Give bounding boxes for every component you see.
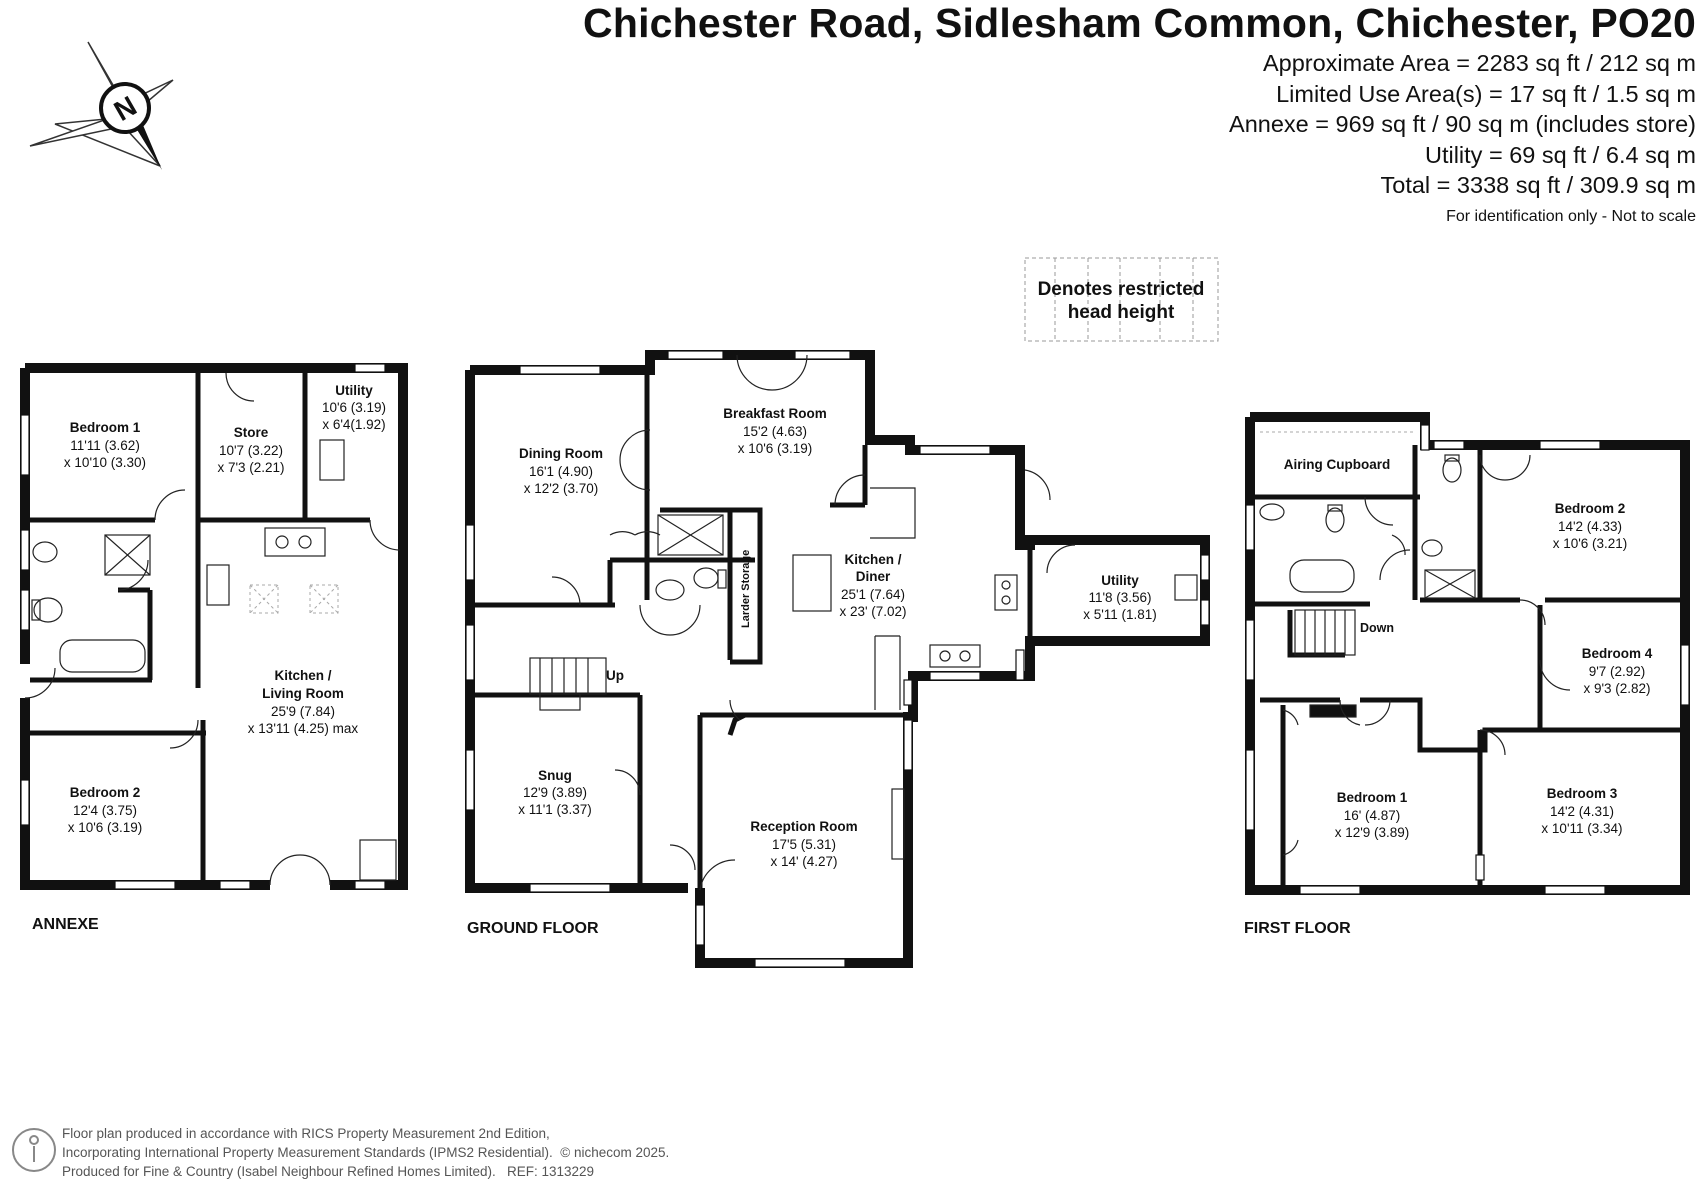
- room-dims: x 10'10 (3.30): [64, 455, 146, 470]
- room-dims: 12'9 (3.89): [523, 785, 587, 800]
- room-dims: x 12'9 (3.89): [1335, 825, 1410, 840]
- floor-label-first: FIRST FLOOR: [1244, 920, 1351, 937]
- annexe-restricted-zones: [249, 584, 339, 614]
- room-name: Bedroom 1: [70, 420, 141, 435]
- room-dims: x 12'2 (3.70): [524, 481, 599, 496]
- footer-produced-for: Produced for Fine & Country (Isabel Neig…: [62, 1163, 496, 1179]
- copyright: © nichecom 2025.: [560, 1144, 670, 1160]
- area-utility: Utility = 69 sq ft / 6.4 sq m: [1424, 141, 1696, 168]
- room-name: Utility: [335, 383, 373, 398]
- floor-label-annexe: ANNEXE: [32, 916, 99, 933]
- room-name: Store: [234, 425, 269, 440]
- room-name: Kitchen /: [274, 668, 331, 683]
- area-limited-use: Limited Use Area(s) = 17 sq ft / 1.5 sq …: [1276, 80, 1696, 107]
- area-approximate: Approximate Area = 2283 sq ft / 212 sq m: [1262, 50, 1696, 76]
- annexe-fixtures: [24, 372, 401, 886]
- annexe-labels: Bedroom 1 11'11 (3.62) x 10'10 (3.30) St…: [32, 383, 386, 933]
- room-name: Reception Room: [750, 819, 857, 834]
- ground-labels: Breakfast Room 15'2 (4.63) x 10'6 (3.19)…: [467, 406, 1157, 937]
- ground-fixtures: [529, 354, 1198, 891]
- room-dims: x 23' (7.02): [839, 604, 906, 619]
- legend-line-1: Denotes restricted: [1038, 279, 1205, 300]
- room-name: Utility: [1101, 573, 1139, 588]
- room-name: Snug: [538, 768, 572, 783]
- legend-line-2: head height: [1068, 302, 1175, 323]
- plan-title: Chichester Road, Sidlesham Common, Chich…: [583, 0, 1696, 46]
- stairs-down-label: Down: [1360, 621, 1394, 635]
- room-dims: 9'7 (2.92): [1589, 664, 1646, 679]
- reference-number: REF: 1313229: [506, 1163, 595, 1179]
- room-name: Dining Room: [519, 446, 603, 461]
- room-dims: 11'8 (3.56): [1088, 590, 1151, 605]
- footer-line: Produced for Fine & Country (Isabel Neig…: [62, 1163, 669, 1182]
- room-name: Airing Cupboard: [1284, 457, 1391, 472]
- compass-icon: N: [29, 41, 174, 170]
- footer: Floor plan produced in accordance with R…: [62, 1125, 669, 1181]
- room-dims: x 10'6 (3.19): [738, 441, 813, 456]
- room-dims: x 5'11 (1.81): [1083, 607, 1157, 622]
- room-dims: x 10'6 (3.21): [1553, 536, 1628, 551]
- room-dims: 10'7 (3.22): [219, 443, 283, 458]
- room-name: Bedroom 2: [1555, 501, 1626, 516]
- room-dims: x 14' (4.27): [770, 854, 837, 869]
- first-fixtures: [1259, 454, 1571, 856]
- annexe-windows: [20, 363, 386, 890]
- annexe-internal-walls: [30, 373, 370, 880]
- footer-ipms-text: Incorporating International Property Mea…: [62, 1144, 553, 1160]
- room-dims: x 10'11 (3.34): [1541, 821, 1622, 836]
- room-dims: 14'2 (4.33): [1558, 519, 1622, 534]
- room-name: Bedroom 2: [70, 785, 141, 800]
- area-total: Total = 3338 sq ft / 309.9 sq m: [1380, 172, 1696, 198]
- room-dims: 16' (4.87): [1344, 808, 1401, 823]
- room-dims: x 10'6 (3.19): [68, 820, 143, 835]
- room-dims: x 7'3 (2.21): [217, 460, 284, 475]
- stairs-up-label: Up: [606, 668, 624, 683]
- area-summary: Approximate Area = 2283 sq ft / 212 sq m…: [1229, 48, 1696, 201]
- room-name: Breakfast Room: [723, 406, 827, 421]
- first-walls: [1245, 412, 1690, 895]
- room-dims: 10'6 (3.19): [322, 400, 386, 415]
- room-dims: 25'1 (7.64): [841, 587, 905, 602]
- room-dims: x 6'4(1.92): [322, 417, 385, 432]
- larder-storage-label: Larder Storage: [740, 550, 752, 628]
- room-name: Kitchen /: [844, 552, 901, 567]
- room-dims: x 13'11 (4.25) max: [248, 721, 359, 736]
- room-dims: 25'9 (7.84): [271, 704, 335, 719]
- room-name: Living Room: [262, 686, 344, 701]
- room-name: Bedroom 1: [1337, 790, 1408, 805]
- room-name: Bedroom 3: [1547, 786, 1618, 801]
- room-name: Diner: [856, 569, 891, 584]
- room-dims: 11'11 (3.62): [70, 438, 140, 453]
- room-dims: 15'2 (4.63): [743, 424, 807, 439]
- room-dims: 16'1 (4.90): [529, 464, 593, 479]
- room-dims: 14'2 (4.31): [1550, 804, 1614, 819]
- first-windows: [1245, 424, 1690, 895]
- restricted-height-legend: [1024, 257, 1219, 342]
- room-dims: x 11'1 (3.37): [518, 802, 592, 817]
- floor-label-ground: GROUND FLOOR: [467, 920, 599, 937]
- area-annexe: Annexe = 969 sq ft / 90 sq m (includes s…: [1229, 111, 1696, 137]
- ground-windows: [465, 350, 1210, 968]
- room-dims: x 9'3 (2.82): [1583, 681, 1650, 696]
- room-dims: 17'5 (5.31): [772, 837, 836, 852]
- first-labels: Airing Cupboard Bedroom 2 14'2 (4.33) x …: [1244, 457, 1653, 937]
- ipms-person-icon: [12, 1128, 56, 1172]
- room-name: Bedroom 4: [1582, 646, 1653, 661]
- room-dims: 12'4 (3.75): [73, 803, 137, 818]
- footer-line: Incorporating International Property Mea…: [62, 1144, 669, 1163]
- scale-note: For identification only - Not to scale: [1446, 208, 1696, 225]
- footer-line: Floor plan produced in accordance with R…: [62, 1126, 550, 1141]
